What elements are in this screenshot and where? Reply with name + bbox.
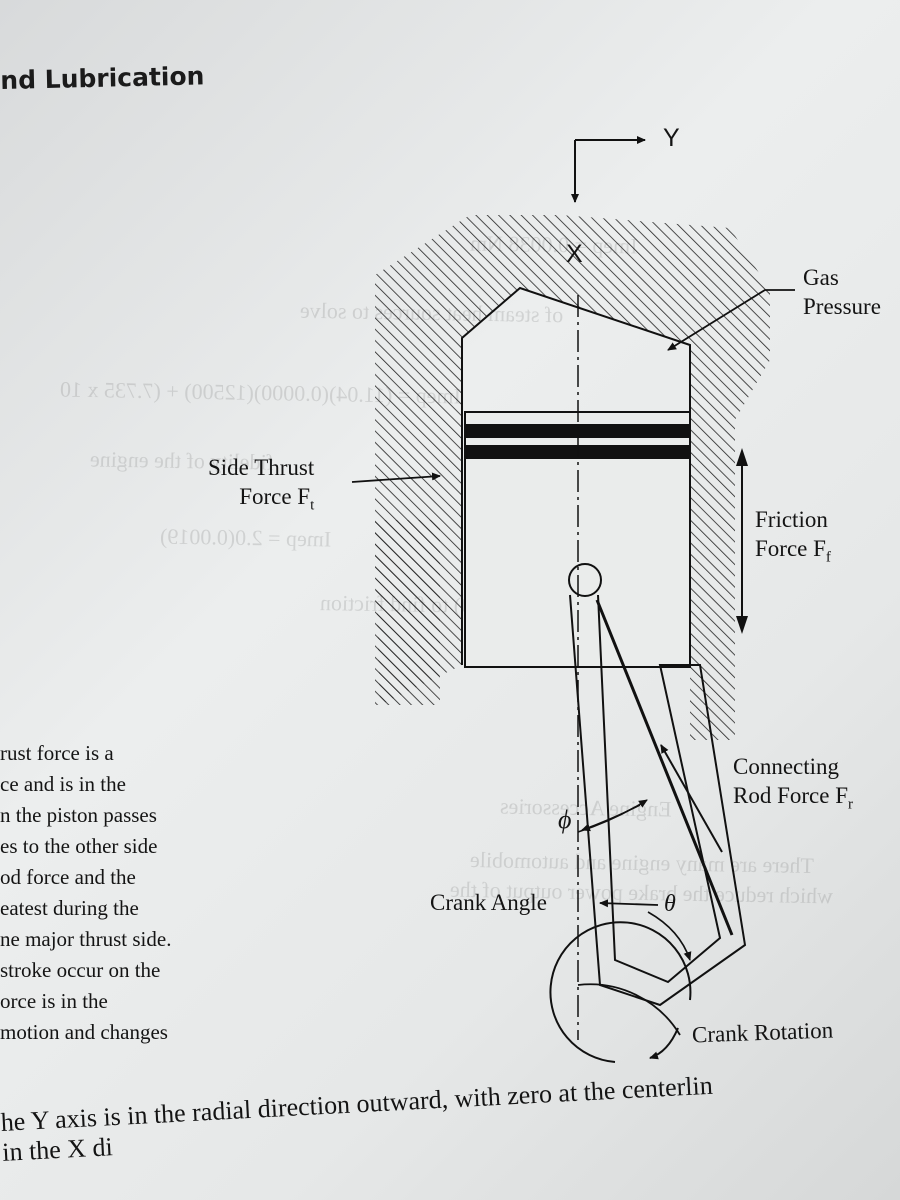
theta-arc [647, 911, 692, 961]
wrist-pin [568, 563, 602, 597]
connecting-rod [569, 594, 747, 1007]
crank-angle-arrow [599, 899, 659, 908]
y-axis-label: Y [663, 124, 680, 152]
connecting-rod-force-label: Connecting Rod Force Fr [733, 754, 853, 813]
xy-axes [571, 136, 646, 203]
body-line: n the piston passes [0, 803, 157, 827]
rod-force-arrow [660, 744, 723, 853]
crank-rotation-arrow [649, 1027, 679, 1060]
body-line: ne major thrust side. [0, 927, 172, 951]
friction-force-label: Friction Force Ff [755, 507, 831, 566]
piston [464, 411, 691, 668]
body-line: eatest during the [0, 896, 139, 920]
body-line: ce and is in the [0, 772, 126, 796]
friction-arrow [736, 448, 748, 634]
crank-rotation-label: Crank Rotation [691, 1017, 834, 1048]
crank-angle-label: Crank Angle [430, 890, 547, 915]
gas-pressure-label: Gas Pressure [803, 265, 881, 319]
x-axis-label: X [566, 240, 583, 268]
gas-pressure-leader [667, 289, 795, 351]
body-line: rust force is a [0, 741, 114, 765]
body-line: es to the other side [0, 834, 158, 858]
crank [549, 921, 692, 1063]
body-line: orce is in the [0, 989, 108, 1013]
body-text-fragment: rust force is a ce and is in the n the p… [0, 738, 171, 1048]
body-line: stroke occur on the [0, 958, 161, 982]
theta-label: θ [664, 891, 676, 917]
side-thrust-label: Side Thrust Force Ft [208, 455, 315, 514]
phi-label: ϕ [558, 805, 572, 834]
body-line: od force and the [0, 865, 136, 889]
piston-ring-top [465, 424, 690, 438]
side-thrust-arrow [351, 472, 441, 483]
body-line: motion and changes [0, 1020, 168, 1044]
